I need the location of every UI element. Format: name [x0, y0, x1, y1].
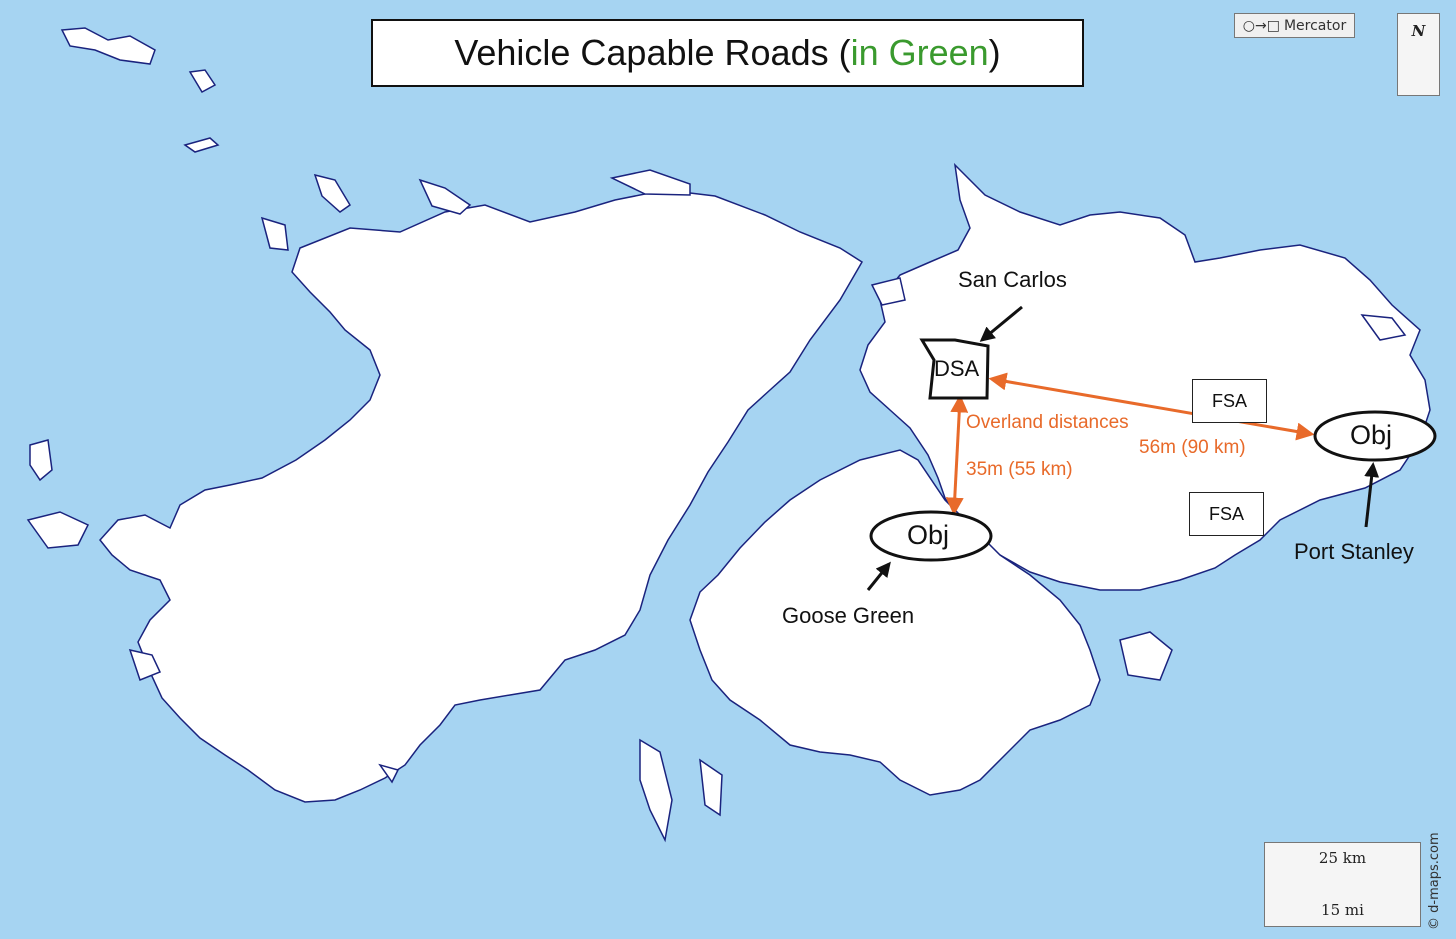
west-falkland-island [99, 189, 864, 803]
label-goose-green: Goose Green [782, 603, 915, 628]
distance-to-stanley: 56m (90 km) [1139, 437, 1246, 458]
north-islet-1 [60, 27, 156, 65]
obj-port-stanley-ellipse [1313, 410, 1437, 462]
label-san-carlos: San Carlos [958, 267, 1067, 292]
north-islet-6 [609, 169, 691, 196]
label-fsa-south: FSA [1208, 503, 1244, 524]
distance-arrow-dsa-stanley [988, 372, 1315, 441]
dsa-area [919, 338, 990, 400]
map-credit: © d-maps.com [1427, 832, 1442, 930]
circle-to-square-icon: ○→□ [1242, 17, 1280, 34]
east-islet-2 [639, 738, 673, 843]
north-islet-4 [313, 173, 352, 213]
label-obj-port-stanley: Obj [1350, 420, 1393, 450]
east-islet-1 [1119, 631, 1173, 681]
label-port-stanley: Port Stanley [1294, 539, 1414, 564]
east-islet-3 [699, 758, 723, 817]
san-carlos-pointer [979, 305, 1023, 342]
title-highlight: in Green [850, 32, 989, 73]
sw-islet-1 [29, 439, 53, 482]
scale-legend: 25 km 15 mi [1264, 842, 1421, 927]
goose-green-pointer [866, 561, 891, 591]
east-falkland-lafonia [689, 449, 1101, 796]
distance-arrow-dsa-goose-green [945, 394, 969, 516]
title-suffix: ) [988, 32, 1001, 73]
label-obj-goose-green: Obj [907, 520, 950, 550]
north-indicator: N [1397, 13, 1440, 96]
port-stanley-pointer [1364, 462, 1380, 528]
west-sound-islet [870, 277, 906, 306]
fsa-box-north: FSA [1192, 379, 1267, 423]
projection-badge: ○→□ Mercator [1234, 13, 1355, 38]
sw-islet-2 [26, 511, 90, 549]
label-fsa-north: FSA [1211, 390, 1247, 411]
scale-mi-label: 15 mi [1321, 901, 1364, 919]
map-title: Vehicle Capable Roads (in Green) [371, 19, 1084, 87]
sw-islet-4 [378, 763, 400, 784]
north-letter: N [1411, 22, 1426, 40]
north-islet-5 [418, 178, 472, 215]
obj-goose-green-ellipse [869, 510, 993, 562]
sw-islet-3 [128, 648, 162, 681]
title-prefix: Vehicle Capable Roads ( [454, 32, 851, 73]
north-islet-2 [188, 69, 217, 93]
fsa-box-south: FSA [1189, 492, 1264, 536]
label-dsa: DSA [934, 356, 980, 381]
distance-to-goose-green: 35m (55 km) [966, 459, 1073, 480]
scale-km-label: 25 km [1318, 849, 1367, 867]
distance-heading: Overland distances [966, 412, 1129, 433]
north-islet-3 [183, 137, 220, 153]
projection-label: Mercator [1283, 17, 1347, 34]
north-islet-7 [260, 216, 289, 251]
east-islet-4 [1360, 314, 1407, 341]
